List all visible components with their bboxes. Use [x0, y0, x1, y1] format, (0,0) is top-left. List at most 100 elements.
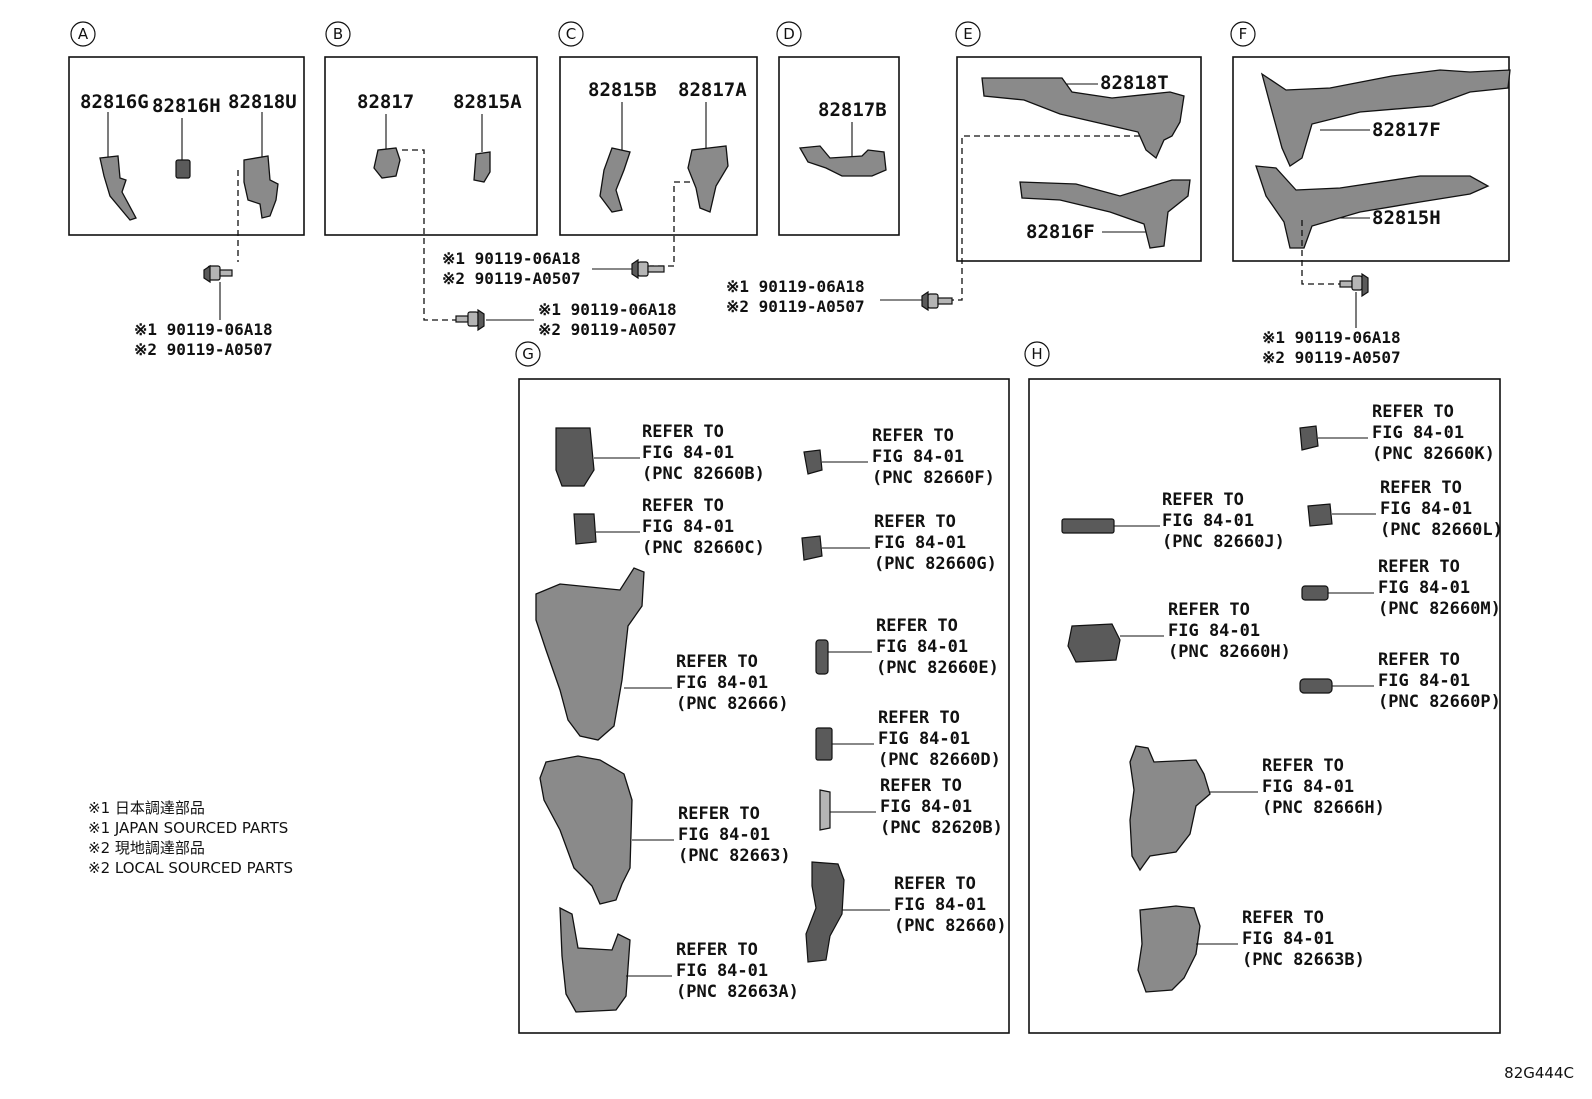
svg-text:(PNC 82663A): (PNC 82663A) — [676, 982, 799, 1002]
svg-text:REFER TO: REFER TO — [1380, 478, 1462, 498]
svg-text:FIG 84-01: FIG 84-01 — [878, 729, 970, 749]
refer-82663A: REFER TO FIG 84-01 (PNC 82663A) — [676, 940, 799, 1002]
note-1-jp: ※1 日本調達部品 — [88, 799, 205, 817]
svg-text:REFER TO: REFER TO — [880, 776, 962, 796]
svg-text:(PNC 82666): (PNC 82666) — [676, 694, 789, 714]
bracket-82818T — [981, 77, 1185, 160]
box-h — [1028, 378, 1501, 1034]
box-e — [956, 56, 1202, 262]
refer-82620B: REFER TO FIG 84-01 (PNC 82620B) — [880, 776, 1003, 838]
svg-text:(PNC 82660K): (PNC 82660K) — [1372, 444, 1495, 464]
bracket-82815A — [473, 151, 491, 183]
part-82660L — [1307, 503, 1333, 527]
refer-82660F: REFER TO FIG 84-01 (PNC 82660F) — [872, 426, 995, 488]
refer-82660E: REFER TO FIG 84-01 (PNC 82660E) — [876, 616, 999, 678]
part-82660P — [1299, 678, 1333, 694]
svg-text:(PNC 82660): (PNC 82660) — [894, 916, 1007, 936]
svg-text:C: C — [566, 25, 576, 43]
note-2-en: ※2 LOCAL SOURCED PARTS — [88, 859, 293, 877]
svg-text:(PNC 82660J): (PNC 82660J) — [1162, 532, 1285, 552]
svg-text:H: H — [1031, 345, 1042, 363]
part-82663B — [1137, 905, 1201, 993]
svg-text:REFER TO: REFER TO — [878, 708, 960, 728]
part-82660C — [573, 513, 597, 545]
svg-text:FIG 84-01: FIG 84-01 — [1378, 671, 1470, 691]
bolt-icon — [455, 308, 485, 332]
svg-text:(PNC 82660E): (PNC 82660E) — [876, 658, 999, 678]
part-number-82817F: 82817F — [1372, 119, 1441, 141]
part-82660J — [1061, 518, 1115, 534]
bolt-icon — [203, 264, 233, 284]
svg-text:E: E — [963, 25, 972, 43]
clip-82816H — [175, 159, 191, 179]
bracket-82816G — [99, 155, 137, 221]
svg-text:(PNC 82660H): (PNC 82660H) — [1168, 642, 1291, 662]
svg-text:REFER TO: REFER TO — [1262, 756, 1344, 776]
refer-82660P: REFER TO FIG 84-01 (PNC 82660P) — [1378, 650, 1501, 712]
svg-text:REFER TO: REFER TO — [676, 940, 758, 960]
svg-text:FIG 84-01: FIG 84-01 — [880, 797, 972, 817]
part-82666H — [1129, 745, 1211, 872]
refer-82660L: REFER TO FIG 84-01 (PNC 82660L) — [1380, 478, 1503, 540]
bolt-text-a-2: ※2 90119-A0507 — [134, 340, 273, 359]
refer-82660M: REFER TO FIG 84-01 (PNC 82660M) — [1378, 557, 1501, 619]
bracket-82817B — [798, 145, 887, 177]
bolt-text-a-1: ※1 90119-06A18 — [134, 320, 273, 339]
box-c — [559, 56, 758, 236]
part-number-82818U: 82818U — [228, 91, 297, 113]
svg-text:REFER TO: REFER TO — [676, 652, 758, 672]
part-82660K — [1299, 425, 1319, 451]
svg-text:FIG 84-01: FIG 84-01 — [1380, 499, 1472, 519]
box-g — [518, 378, 1010, 1034]
part-82660G — [801, 535, 823, 561]
svg-text:FIG 84-01: FIG 84-01 — [874, 533, 966, 553]
box-d — [778, 56, 900, 236]
svg-text:REFER TO: REFER TO — [1162, 490, 1244, 510]
refer-82660K: REFER TO FIG 84-01 (PNC 82660K) — [1372, 402, 1495, 464]
svg-text:FIG 84-01: FIG 84-01 — [678, 825, 770, 845]
bracket-82817F — [1260, 69, 1511, 167]
part-number-82815A: 82815A — [453, 91, 522, 113]
note-1-en: ※1 JAPAN SOURCED PARTS — [88, 819, 288, 837]
bolt-text-c-2: ※2 90119-A0507 — [442, 269, 581, 288]
bolt-text-f-1: ※1 90119-06A18 — [1262, 328, 1401, 347]
svg-text:(PNC 82660D): (PNC 82660D) — [878, 750, 1001, 770]
section-label-f: F — [1230, 21, 1256, 47]
refer-82663B: REFER TO FIG 84-01 (PNC 82663B) — [1242, 908, 1365, 970]
bracket-82818U — [243, 155, 279, 219]
part-82663 — [539, 755, 633, 905]
section-label-g: G — [515, 341, 541, 367]
part-number-82817A: 82817A — [678, 79, 747, 101]
svg-text:FIG 84-01: FIG 84-01 — [1378, 578, 1470, 598]
part-number-82815B: 82815B — [588, 79, 657, 101]
bolt-icon — [921, 290, 953, 312]
box-f — [1232, 56, 1510, 262]
svg-text:(PNC 82660L): (PNC 82660L) — [1380, 520, 1503, 540]
bolt-icon — [631, 258, 665, 280]
part-number-82817: 82817 — [357, 91, 414, 113]
svg-text:REFER TO: REFER TO — [642, 422, 724, 442]
part-82660B — [555, 427, 595, 487]
svg-text:FIG 84-01: FIG 84-01 — [1262, 777, 1354, 797]
part-82660 — [805, 861, 845, 963]
part-number-82818T: 82818T — [1100, 72, 1169, 94]
svg-text:REFER TO: REFER TO — [894, 874, 976, 894]
part-82660H — [1067, 623, 1121, 663]
section-label-h: H — [1024, 341, 1050, 367]
part-82660M — [1301, 585, 1329, 601]
figure-code: 82G444C — [1504, 1064, 1574, 1082]
refer-82660H: REFER TO FIG 84-01 (PNC 82660H) — [1168, 600, 1291, 662]
refer-82660C: REFER TO FIG 84-01 (PNC 82660C) — [642, 496, 765, 558]
svg-text:G: G — [522, 345, 534, 363]
note-2-jp: ※2 現地調達部品 — [88, 839, 205, 857]
box-a — [68, 56, 305, 236]
refer-82660G: REFER TO FIG 84-01 (PNC 82660G) — [874, 512, 997, 574]
svg-text:(PNC 82666H): (PNC 82666H) — [1262, 798, 1385, 818]
bolt-text-e-2: ※2 90119-A0507 — [726, 297, 865, 316]
svg-text:FIG 84-01: FIG 84-01 — [1372, 423, 1464, 443]
svg-text:(PNC 82620B): (PNC 82620B) — [880, 818, 1003, 838]
svg-text:FIG 84-01: FIG 84-01 — [872, 447, 964, 467]
svg-text:REFER TO: REFER TO — [1242, 908, 1324, 928]
svg-text:F: F — [1239, 25, 1248, 43]
